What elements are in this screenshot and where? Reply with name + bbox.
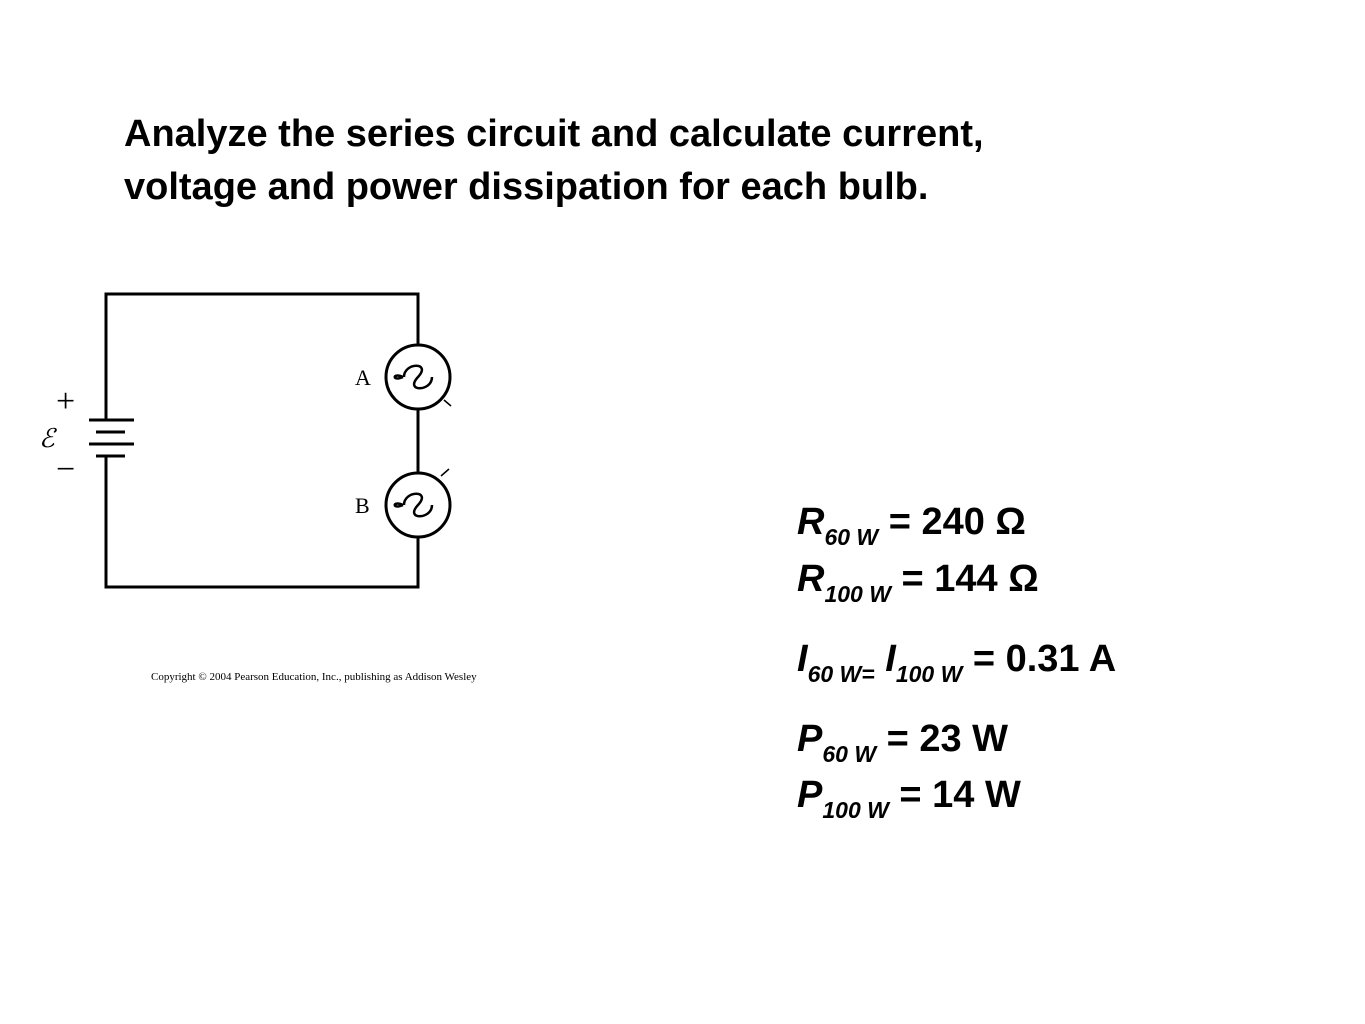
power-60w-subscript: 60 W (822, 741, 877, 767)
resistance-100w-subscript: 100 W (824, 581, 891, 607)
bulb-a-icon (384, 343, 452, 411)
resistance-60w-value: = 240 Ω (878, 501, 1026, 543)
bulb-b-label: B (355, 493, 370, 518)
battery-minus-sign: − (56, 451, 75, 488)
current-symbol: I (797, 638, 808, 680)
power-symbol: P (797, 718, 823, 760)
slide-title: Analyze the series circuit and calculate… (124, 108, 1274, 214)
battery-plus-sign: + (56, 383, 75, 420)
current-value: = 0.31 A (962, 638, 1117, 680)
wire-top-left (104, 292, 420, 405)
resistance-60w-equation: R60 W = 240 Ω (797, 500, 1026, 549)
current-100w-subscript: 100 W (895, 661, 963, 687)
power-symbol: P (797, 774, 823, 816)
title-line-2: voltage and power dissipation for each b… (124, 166, 929, 208)
title-line-1: Analyze the series circuit and calculate… (124, 113, 984, 155)
resistance-100w-equation: R100 W = 144 Ω (797, 557, 1039, 606)
power-60w-equation: P60 W = 23 W (797, 717, 1009, 766)
power-60w-value: = 23 W (876, 718, 1009, 760)
resistance-symbol: R (797, 501, 825, 543)
bulb-a-label: A (355, 365, 371, 390)
power-100w-subscript: 100 W (822, 797, 889, 823)
battery-icon (89, 405, 134, 458)
current-equation: I60 W= I100 W = 0.31 A (797, 637, 1117, 686)
resistance-60w-subscript: 60 W (824, 524, 879, 550)
resistance-symbol: R (797, 558, 825, 600)
current-symbol-2: I (874, 638, 896, 680)
copyright-notice: Copyright © 2004 Pearson Education, Inc.… (151, 671, 477, 683)
current-60w-subscript: 60 W= (807, 661, 875, 687)
power-100w-equation: P100 W = 14 W (797, 773, 1021, 822)
wire-bottom (104, 456, 420, 589)
emf-symbol: ℰ (39, 424, 57, 453)
series-circuit-diagram: + − ℰ A B (39, 292, 452, 589)
power-100w-value: = 14 W (888, 774, 1021, 816)
resistance-100w-value: = 144 Ω (890, 558, 1039, 600)
bulb-b-icon (384, 468, 452, 539)
